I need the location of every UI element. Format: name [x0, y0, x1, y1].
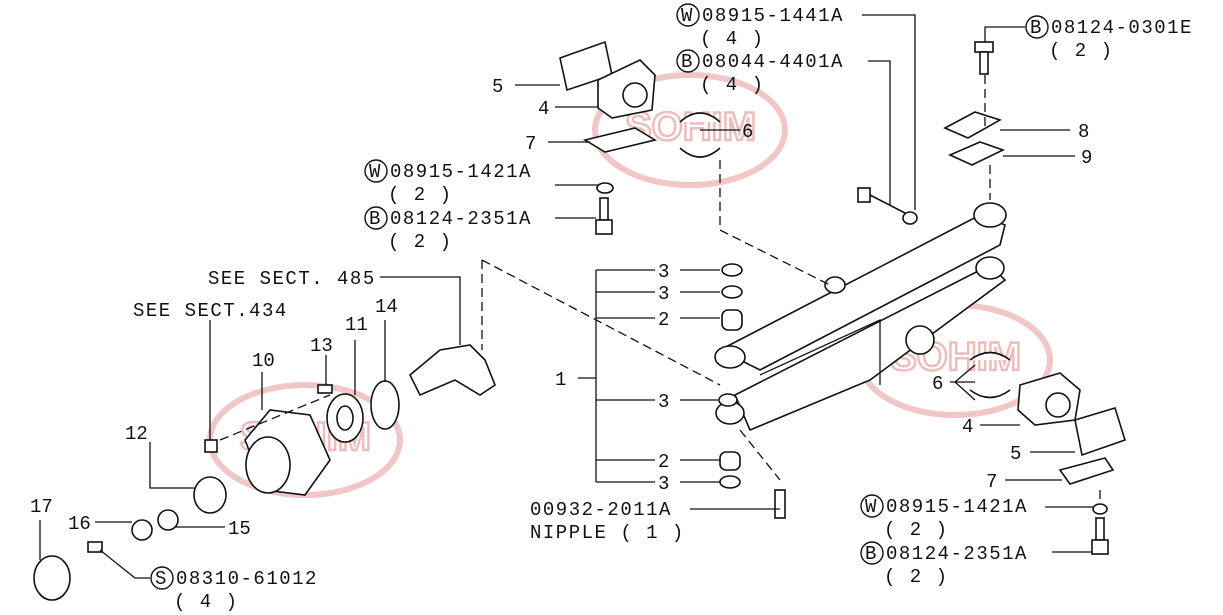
bushing-parts-lower — [969, 351, 1126, 555]
prefix-badge: B — [369, 208, 380, 230]
part-number: 08124-2351A — [886, 543, 1028, 565]
quantity: ( 4 ) — [174, 591, 239, 613]
axle-beam-drawing — [714, 202, 1007, 432]
bushing-stack — [718, 263, 786, 519]
callout-16: 16 — [68, 513, 91, 535]
fastener-label: B 08124-0301E ( 2 ) — [1025, 15, 1193, 62]
part-number: 08915-1441A — [702, 5, 844, 27]
callout-1: 1 — [555, 369, 566, 391]
callout-13: 13 — [310, 335, 333, 357]
fastener-labels: W 08915-1441A ( 4 ) B 08044-4401A ( 4 ) … — [150, 3, 1193, 613]
see-section-485: SEE SECT. 485 — [208, 268, 376, 290]
callout-4: 4 — [962, 416, 973, 438]
fastener-label: W 08915-1421A ( 2 ) — [364, 159, 532, 206]
callout-12: 12 — [125, 423, 148, 445]
callout-6: 6 — [742, 121, 753, 143]
quantity: ( 2 ) — [1049, 40, 1114, 62]
prefix-badge: W — [865, 496, 877, 518]
quantity: ( 2 ) — [884, 519, 949, 541]
part-number: 08044-4401A — [702, 51, 844, 73]
callout-3: 3 — [658, 283, 669, 305]
callout-10: 10 — [252, 350, 275, 372]
quantity: ( 4 ) — [700, 28, 765, 50]
prefix-badge: W — [369, 161, 381, 183]
prefix-badge: B — [1030, 17, 1041, 39]
see-section-434: SEE SECT.434 — [133, 300, 288, 322]
callout-11: 11 — [345, 314, 368, 336]
callout-5: 5 — [492, 76, 503, 98]
fastener-label: B 08044-4401A ( 4 ) — [676, 49, 844, 96]
callout-17: 17 — [30, 496, 53, 518]
hub-parts — [33, 344, 496, 601]
callout-9: 9 — [1081, 147, 1092, 169]
callout-8: 8 — [1078, 121, 1089, 143]
callout-6: 6 — [932, 373, 943, 395]
prefix-badge: S — [155, 568, 166, 590]
bushing-parts-upper — [559, 40, 1006, 235]
quantity: ( 2 ) — [388, 231, 453, 253]
part-number: 08124-0301E — [1051, 17, 1193, 39]
prefix-badge: B — [681, 51, 692, 73]
callout-2: 2 — [658, 309, 669, 331]
callout-3: 3 — [658, 473, 669, 495]
callout-7: 7 — [525, 133, 536, 155]
nipple-description: NIPPLE ( 1 ) — [530, 522, 685, 544]
part-number: 00932-2011A — [530, 499, 672, 521]
callout-5: 5 — [1010, 443, 1021, 465]
leader-lines — [39, 14, 1101, 579]
nipple-label: 00932-2011A NIPPLE ( 1 ) — [530, 499, 685, 544]
part-number: 08124-2351A — [390, 208, 532, 230]
quantity: ( 2 ) — [388, 184, 453, 206]
callout-2: 2 — [658, 451, 669, 473]
fastener-label: S 08310-61012 ( 4 ) — [150, 566, 318, 613]
fastener-label: W 08915-1421A ( 2 ) — [860, 494, 1028, 541]
part-number: 08915-1421A — [886, 496, 1028, 518]
prefix-badge: B — [865, 543, 876, 565]
callout-15: 15 — [228, 518, 251, 540]
callout-numbers: 5 4 7 6 8 9 3 3 2 1 3 2 3 6 4 5 7 10 11 … — [30, 76, 1092, 540]
callout-7: 7 — [986, 471, 997, 493]
prefix-badge: W — [681, 5, 693, 27]
quantity: ( 2 ) — [884, 566, 949, 588]
callout-3: 3 — [658, 261, 669, 283]
fastener-label: W 08915-1441A ( 4 ) — [676, 3, 844, 50]
part-number: 08310-61012 — [176, 568, 318, 590]
quantity: ( 4 ) — [700, 74, 765, 96]
callout-3: 3 — [658, 391, 669, 413]
fastener-label: B 08124-2351A ( 2 ) — [364, 206, 532, 253]
callout-4: 4 — [538, 98, 549, 120]
callout-14: 14 — [375, 296, 398, 318]
fastener-label: B 08124-2351A ( 2 ) — [860, 541, 1028, 588]
part-number: 08915-1421A — [390, 161, 532, 183]
